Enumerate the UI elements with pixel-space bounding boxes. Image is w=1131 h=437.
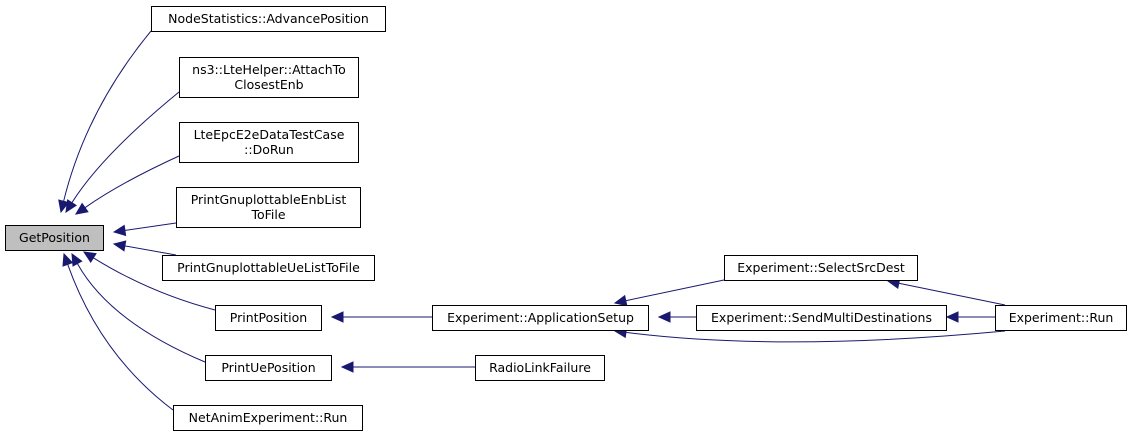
node-box [173,405,363,431]
edge-line [71,91,180,203]
node-box [475,355,605,381]
node-label: Experiment::ApplicationSetup [447,310,634,325]
node-label: PrintUePosition [221,360,315,375]
node-label: Experiment::SendMultiDestinations [711,310,932,325]
node-box [995,305,1127,331]
edge-sendmulti-to-appsetup [657,311,696,323]
call-nodes: GetPosition NodeStatistics::AdvancePositi… [5,6,1127,431]
arrowhead-icon [657,311,671,323]
node-getpos: GetPosition [5,225,104,251]
node-label: PrintGnuplottableEnbList [191,192,347,207]
node-label: ns3::LteHelper::AttachTo [192,62,346,77]
edge-uelist-to-getpos [112,240,177,256]
edge-appsetup-to-printpos [330,311,432,323]
node-selectsrc[interactable]: Experiment::SelectSrcDest [724,255,918,281]
node-label: Experiment::SelectSrcDest [737,260,905,275]
node-label: NetAnimExperiment::Run [189,410,348,425]
node-label: NodeStatistics::AdvancePosition [168,11,369,26]
node-sendmulti[interactable]: Experiment::SendMultiDestinations [696,305,947,331]
edge-printuepos-to-getpos [71,252,206,363]
edge-selectsrc-to-appsetup [613,279,725,307]
node-label: GetPosition [19,230,90,245]
node-appsetup[interactable]: Experiment::ApplicationSetup [432,305,649,331]
node-label: ::DoRun [244,142,294,157]
node-label: RadioLinkFailure [489,360,591,375]
node-box [432,305,649,331]
node-printpos[interactable]: PrintPosition [215,305,322,331]
arrowhead-icon [58,199,70,214]
node-label: PrintPosition [230,310,307,325]
edge-line [124,245,177,256]
node-box [176,187,361,228]
node-box [696,305,947,331]
edge-line [63,30,152,202]
arrowhead-icon [330,311,344,323]
node-label: ToFile [250,207,285,222]
node-label: PrintGnuplottableUeListToFile [177,260,360,275]
edge-line [625,279,725,302]
node-lteepc[interactable]: LteEpcE2eDataTestCase::DoRun [179,122,359,163]
edge-line [67,264,174,411]
arrowhead-icon [945,311,959,323]
edge-line [625,330,1006,343]
node-box [724,255,918,281]
node-label: LteEpcE2eDataTestCase [194,127,345,142]
edge-line [124,222,177,231]
node-box [162,255,375,281]
arrowhead-icon [82,251,97,264]
node-printuepos[interactable]: PrintUePosition [205,355,332,381]
node-box [215,305,322,331]
arrowhead-icon [62,252,74,267]
edge-line [93,257,216,311]
arrowhead-icon [65,199,78,214]
arrowhead-icon [75,202,89,215]
edge-exprun-to-selectsrc [886,277,1006,306]
node-netanim[interactable]: NetAnimExperiment::Run [173,405,363,431]
node-box [179,57,359,98]
node-label: Experiment::Run [1009,310,1114,325]
edge-exprun-to-sendmulti [945,311,995,323]
edge-line [84,155,180,209]
arrowhead-icon [112,240,127,252]
node-radiolink[interactable]: RadioLinkFailure [475,355,605,381]
node-uelist[interactable]: PrintGnuplottableUeListToFile [162,255,375,281]
arrowhead-icon [613,294,628,307]
edge-enblist-to-getpos [112,222,177,237]
arrowhead-icon [112,224,127,237]
edge-lteepc-to-getpos [75,155,180,215]
arrowhead-icon [71,252,83,267]
edge-printpos-to-getpos [82,251,216,311]
edge-nodestats-to-getpos [58,30,152,214]
node-label: ClosestEnb [234,77,303,92]
edge-attach-to-getpos [65,91,180,214]
edge-netanim-to-getpos [62,252,174,411]
node-box [5,225,104,251]
edge-line [898,282,1006,306]
node-box [205,355,332,381]
node-nodestats[interactable]: NodeStatistics::AdvancePosition [151,6,386,32]
arrowhead-icon [340,361,354,373]
edge-radiolink-to-printuepos [340,361,475,373]
edge-line [76,263,206,363]
node-box [179,122,359,163]
node-exprun[interactable]: Experiment::Run [995,305,1127,331]
node-box [151,6,386,32]
